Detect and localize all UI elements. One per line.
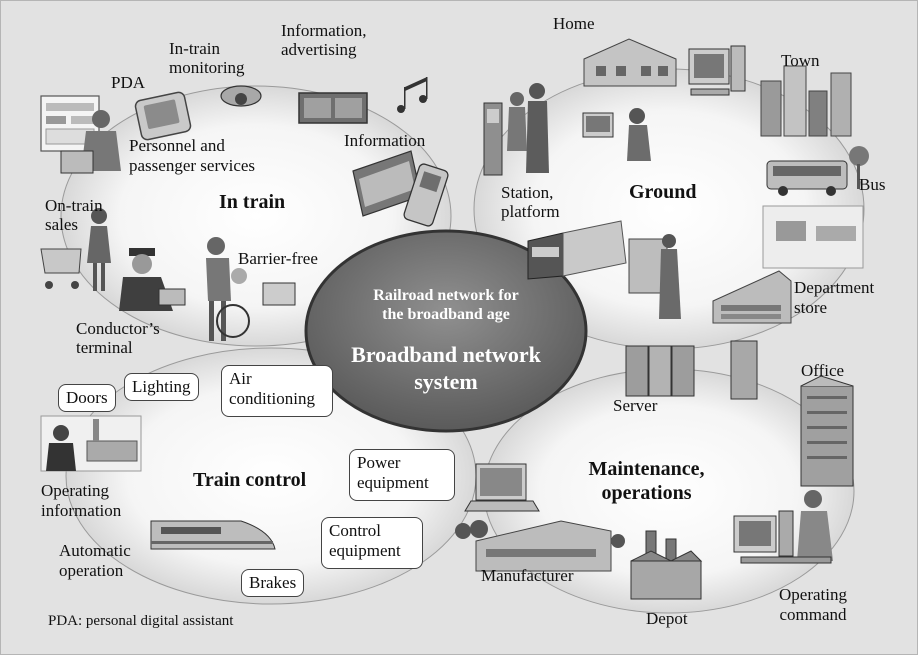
sales-attendant-icon [40, 208, 111, 291]
box-control-equipment: Control equipment [321, 517, 423, 569]
hub-subtitle-line1: Railroad network for [373, 287, 519, 304]
passengers-icon [507, 83, 549, 173]
camera-icon [220, 85, 262, 107]
label-town: Town [781, 51, 820, 70]
box-power-equipment: Power equipment [349, 449, 455, 501]
box-power-equipment-line2: equipment [357, 473, 429, 492]
desktop-computer-icon [688, 45, 746, 96]
platform-signboard-icon [628, 234, 681, 319]
label-bus: Bus [859, 175, 886, 194]
label-conductor-line1: Conductor’s [76, 319, 160, 338]
label-operating-command-line1: Operating [779, 585, 847, 604]
hub-title-line2: system [414, 369, 478, 394]
film-strip-icon [352, 150, 422, 217]
ticket-machine-icon [483, 102, 503, 176]
box-brakes: Brakes [241, 569, 305, 597]
box-air-conditioning: Air conditioning [221, 365, 333, 417]
kiosk-terminal-icon [582, 108, 651, 161]
department-store-icon [712, 270, 792, 324]
station-train-icon [527, 220, 627, 280]
conductor-icon [119, 248, 186, 311]
factory-icon [455, 520, 625, 572]
label-barrier-free: Barrier-free [238, 249, 318, 268]
box-air-conditioning-line1: Air [229, 369, 252, 388]
mobile-phone-icon [403, 163, 449, 227]
music-notes-icon [397, 77, 428, 113]
label-in-train-monitoring-line2: monitoring [169, 58, 245, 77]
label-home: Home [553, 14, 595, 33]
label-personnel-line2: passenger services [129, 156, 256, 175]
label-office: Office [801, 361, 845, 380]
region-in-train-title: In train [219, 191, 286, 213]
server-rack-icon [625, 340, 758, 400]
label-department-store-line2: store [794, 298, 828, 317]
label-information: Information [344, 131, 426, 150]
laptop-icon [464, 463, 540, 512]
operator-workstation-icon [733, 490, 833, 564]
town-buildings-icon [760, 65, 852, 137]
staff-laptop-icon [60, 110, 121, 174]
hub-ellipse [304, 229, 588, 433]
label-in-train-monitoring-line1: In-train [169, 39, 220, 58]
advertising-display-icon [298, 92, 368, 124]
label-advertising-line1: Information, [281, 21, 367, 40]
box-power-equipment-line1: Power [357, 453, 401, 472]
label-department-store-line1: Department [794, 278, 875, 297]
bullet-train-icon [150, 520, 276, 550]
box-control-equipment-line2: equipment [329, 541, 401, 560]
label-personnel-line1: Personnel and [129, 136, 225, 155]
label-station-line1: Station, [501, 183, 554, 202]
label-automatic-operation-line2: operation [59, 561, 124, 580]
label-depot: Depot [646, 609, 688, 628]
label-server: Server [613, 396, 658, 415]
label-operating-command-line2: command [779, 605, 847, 624]
bus-icon [766, 146, 869, 196]
label-operating-information-line2: information [41, 501, 122, 520]
operator-console-icon [40, 415, 142, 472]
box-doors: Doors [58, 384, 116, 412]
bus-stop-street-icon [762, 205, 864, 269]
box-control-equipment-line1: Control [329, 521, 381, 540]
label-pda: PDA [111, 73, 146, 92]
region-train-control-title: Train control [193, 469, 307, 491]
label-on-train-sales-line1: On-train [45, 196, 103, 215]
hub-subtitle-line2: the broadband age [382, 306, 510, 323]
hub-title-line1: Broadband network [351, 342, 541, 367]
label-conductor-line2: terminal [76, 338, 133, 357]
label-station-line2: platform [501, 202, 560, 221]
box-lighting: Lighting [124, 373, 199, 401]
pda-icon [134, 91, 192, 141]
label-operating-information-line1: Operating [41, 481, 109, 500]
label-on-train-sales-line2: sales [45, 215, 79, 234]
label-automatic-operation-line1: Automatic [59, 541, 131, 560]
depot-plant-icon [630, 530, 703, 600]
house-icon [583, 38, 677, 87]
label-manufacturer: Manufacturer [481, 566, 574, 585]
label-advertising-line2: advertising [281, 40, 357, 59]
wheelchair-assist-icon [206, 237, 296, 341]
office-tower-icon [800, 375, 854, 487]
region-maintenance-title-line2: operations [601, 482, 692, 504]
region-maintenance-title-line1: Maintenance, [588, 458, 705, 480]
footnote-pda: PDA: personal digital assistant [48, 613, 234, 629]
box-air-conditioning-line2: conditioning [229, 389, 315, 408]
region-ground-title: Ground [629, 181, 697, 203]
